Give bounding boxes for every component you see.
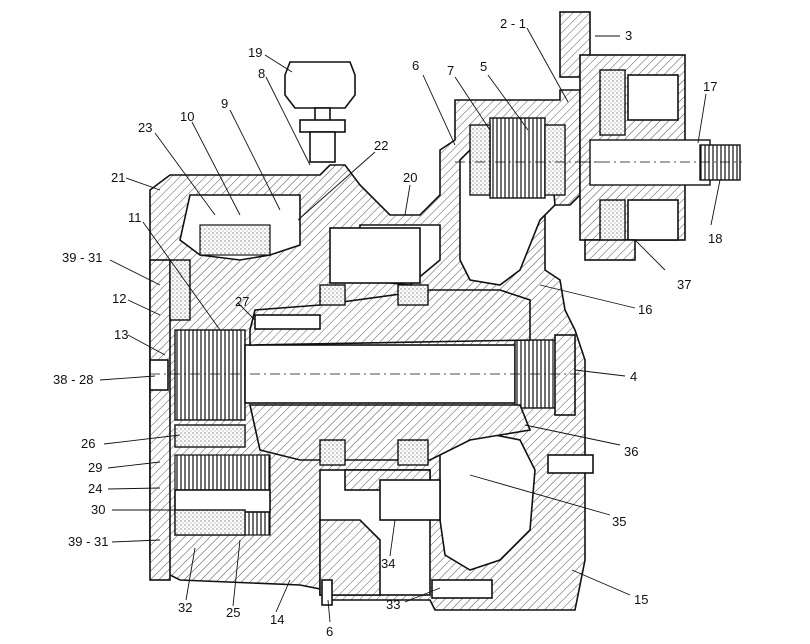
label-12: 12 <box>112 291 126 306</box>
label-39-31-bottom: 39 - 31 <box>68 534 108 549</box>
label-29: 29 <box>88 460 102 475</box>
label-4: 4 <box>630 369 637 384</box>
label-14: 14 <box>270 612 284 627</box>
label-11: 11 <box>128 210 142 225</box>
label-26: 26 <box>81 436 95 451</box>
label-22: 22 <box>374 138 388 153</box>
upper-gear-group <box>455 117 600 199</box>
main-shaft <box>150 329 590 421</box>
label-38-28: 38 - 28 <box>53 372 93 387</box>
label-2-1: 2 - 1 <box>500 16 526 31</box>
label-15: 15 <box>634 592 648 607</box>
bolts <box>254 314 594 606</box>
part-labels: 2 - 1 3 19 8 6 7 5 17 23 10 9 22 21 20 1… <box>53 16 722 639</box>
lower-hub <box>174 404 532 596</box>
leader-lines <box>99 27 721 623</box>
label-3: 3 <box>625 28 632 43</box>
label-10: 10 <box>180 109 194 124</box>
label-23: 23 <box>138 120 152 135</box>
left-cover <box>149 259 191 581</box>
label-34: 34 <box>381 556 395 571</box>
label-7: 7 <box>447 63 454 78</box>
label-35: 35 <box>612 514 626 529</box>
label-5: 5 <box>480 59 487 74</box>
label-20: 20 <box>403 170 417 185</box>
label-30: 30 <box>91 502 105 517</box>
label-6-bottom: 6 <box>326 624 333 639</box>
label-16: 16 <box>638 302 652 317</box>
label-33: 33 <box>386 597 400 612</box>
label-24: 24 <box>88 481 102 496</box>
label-13: 13 <box>114 327 128 342</box>
label-21: 21 <box>111 170 125 185</box>
upper-hub <box>199 224 531 346</box>
clutch-pack-housing <box>559 11 742 261</box>
label-19: 19 <box>248 45 262 60</box>
label-27: 27 <box>235 294 249 309</box>
label-6-top: 6 <box>412 58 419 73</box>
label-25: 25 <box>226 605 240 620</box>
label-9: 9 <box>221 96 228 111</box>
lifting-eye <box>284 61 356 163</box>
label-37: 37 <box>677 277 691 292</box>
label-32: 32 <box>178 600 192 615</box>
label-36: 36 <box>624 444 638 459</box>
label-8: 8 <box>258 66 265 81</box>
label-17: 17 <box>703 79 717 94</box>
label-39-31-top: 39 - 31 <box>62 250 102 265</box>
label-18: 18 <box>708 231 722 246</box>
